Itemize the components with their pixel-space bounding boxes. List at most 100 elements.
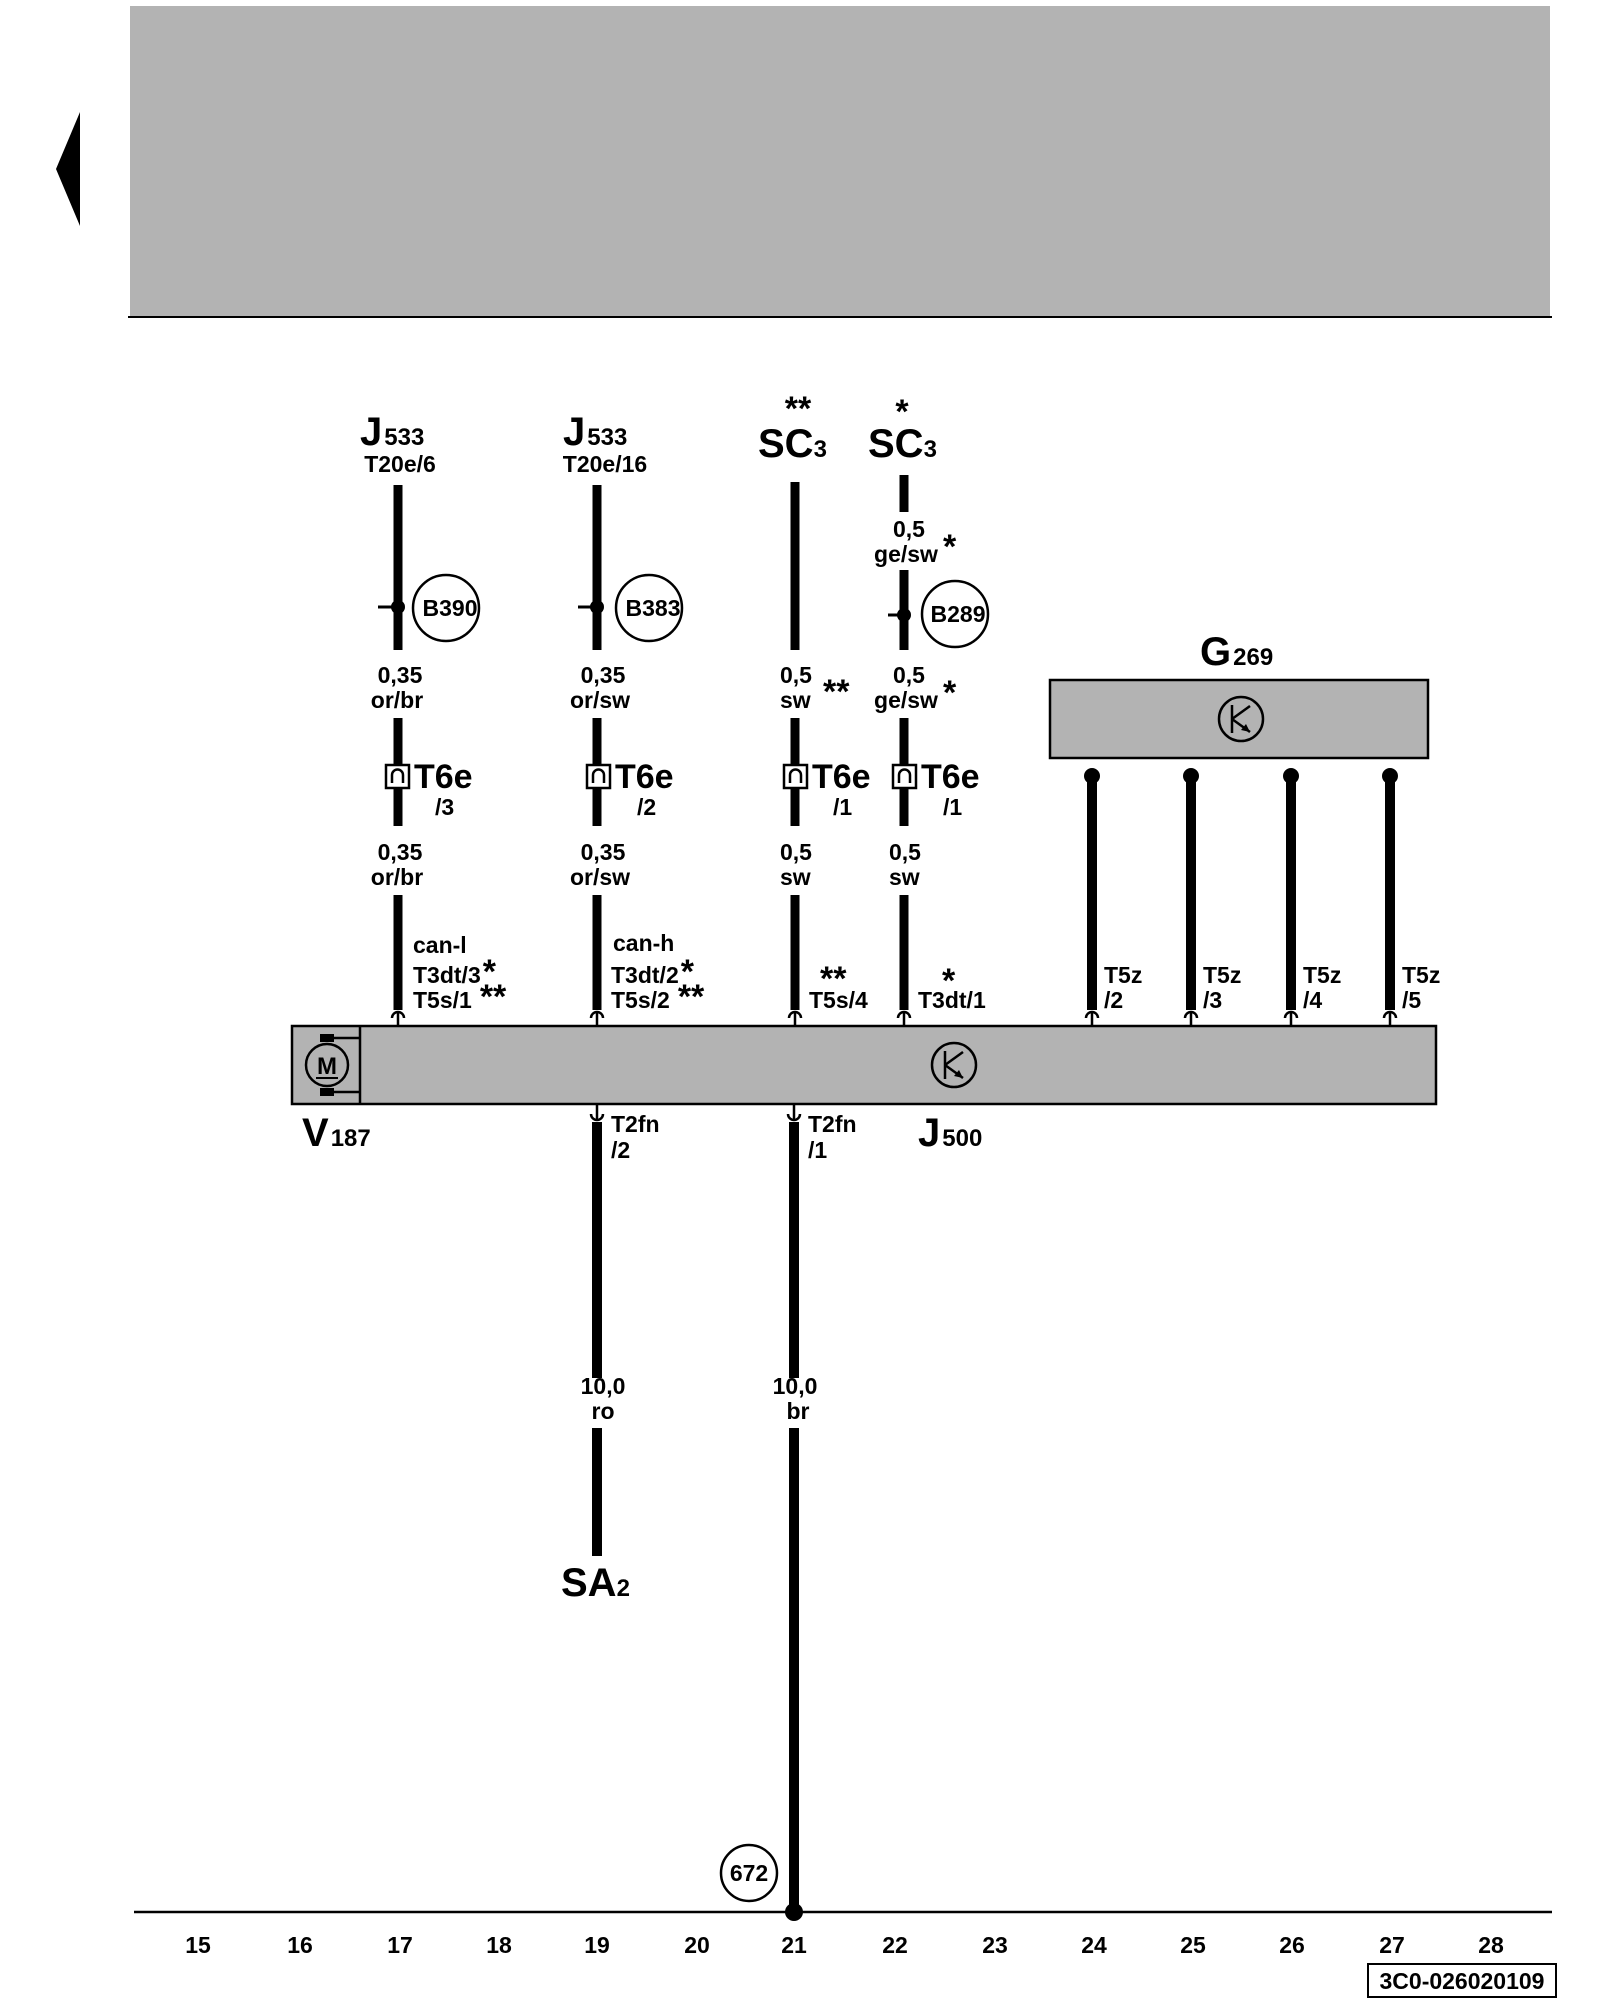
svg-text:19: 19	[584, 1932, 610, 1958]
svg-text:T6e: T6e	[615, 758, 674, 796]
svg-text:672: 672	[730, 1860, 768, 1886]
g4-pin-no: /5	[1402, 987, 1421, 1013]
w1-bot-size: 0,35	[378, 839, 423, 865]
header-band	[130, 6, 1550, 316]
g269-wires	[1087, 776, 1395, 1010]
svg-text:24: 24	[1081, 1932, 1107, 1958]
svg-text:B289: B289	[931, 601, 986, 627]
p1-pin: T2fn	[611, 1111, 660, 1137]
w4-pin: T3dt/1	[918, 987, 986, 1013]
ground-point-672: 672	[719, 1843, 779, 1903]
w4-pin-mark: *	[942, 962, 956, 1000]
j500-output-pins	[589, 1104, 802, 1122]
w2-pin1: T3dt/2*	[611, 953, 695, 991]
svg-text:20: 20	[684, 1932, 710, 1958]
svg-text:T6e: T6e	[812, 758, 871, 796]
svg-text:18: 18	[486, 1932, 512, 1958]
svg-text:17: 17	[387, 1932, 413, 1958]
svg-text:15: 15	[185, 1932, 211, 1958]
w4-bot-size: 0,5	[889, 839, 921, 865]
w4-bot-color: sw	[889, 864, 920, 890]
j533-b-pin: T20e/16	[563, 451, 647, 477]
sc3-a-mark: **	[785, 390, 812, 428]
p2-pin-no: /1	[808, 1137, 827, 1163]
j533-a-label: J533	[360, 410, 424, 454]
w2-bot-size: 0,35	[581, 839, 626, 865]
p2-color: br	[787, 1398, 810, 1424]
w4-pre-size: 0,5	[893, 516, 925, 542]
svg-text:/1: /1	[943, 794, 962, 820]
connector-t6e-3: T6e /3	[384, 758, 473, 820]
p2-pin: T2fn	[808, 1111, 857, 1137]
w4-top-mark: *	[943, 674, 957, 712]
electronic-symbol-icon	[930, 1041, 978, 1089]
v187-label: V187	[302, 1111, 371, 1155]
w1-signal: can-l	[413, 932, 467, 958]
w1-pin1: T3dt/3*	[413, 953, 497, 991]
grid-numbers: 15 16 17 18 19 20 21 22 23 24 25 26 27 2…	[185, 1932, 1504, 1958]
sc3-b-mark: *	[895, 393, 909, 431]
doc-id-box: 3C0-026020109	[1367, 1963, 1557, 1998]
connector-t6e-1-a: T6e /1	[782, 758, 871, 820]
svg-text:28: 28	[1478, 1932, 1504, 1958]
wire-j533-can-h	[578, 485, 604, 1010]
sa2-label: SA2	[561, 1561, 630, 1605]
svg-text:21: 21	[781, 1932, 807, 1958]
j533-b-label: J533	[563, 410, 627, 454]
svg-text:M: M	[317, 1053, 337, 1080]
v187-motor-icon: M	[304, 1034, 360, 1096]
w4-top-color: ge/sw	[874, 687, 938, 713]
svg-text:25: 25	[1180, 1932, 1206, 1958]
w2-pin2: T5s/2**	[611, 978, 705, 1016]
w1-top-color: or/br	[371, 687, 423, 713]
svg-text:T6e: T6e	[921, 758, 980, 796]
g3-pin: T5z	[1303, 962, 1341, 988]
g4-pin: T5z	[1402, 962, 1440, 988]
w3-pin: T5s/4	[809, 987, 868, 1013]
ground-point-b289: B289	[920, 579, 990, 649]
sc3-b-label: SC3	[868, 422, 937, 466]
w3-top-mark: **	[823, 673, 850, 711]
svg-text:/1: /1	[833, 794, 852, 820]
svg-text:B390: B390	[423, 595, 478, 621]
back-arrow-icon[interactable]	[56, 112, 80, 226]
g2-pin: T5z	[1203, 962, 1241, 988]
p1-pin-no: /2	[611, 1137, 630, 1163]
w3-bot-color: sw	[780, 864, 811, 890]
g269-label: G269	[1200, 630, 1273, 674]
p1-size: 10,0	[581, 1373, 626, 1399]
svg-text:B383: B383	[626, 595, 681, 621]
w4-top-size: 0,5	[893, 662, 925, 688]
j500-control-unit	[290, 1024, 1438, 1106]
w2-bot-color: or/sw	[570, 864, 630, 890]
g269-sensor	[1048, 678, 1430, 760]
p1-color: ro	[592, 1398, 615, 1424]
w1-pin2: T5s/1**	[413, 978, 507, 1016]
w2-top-color: or/sw	[570, 687, 630, 713]
w1-top-size: 0,35	[378, 662, 423, 688]
w3-bot-size: 0,5	[780, 839, 812, 865]
ground-point-b383: B383	[614, 573, 684, 643]
ground-point-b390: B390	[411, 573, 481, 643]
w1-bot-color: or/br	[371, 864, 423, 890]
w3-pin-mark: **	[820, 960, 847, 998]
p2-size: 10,0	[773, 1373, 818, 1399]
svg-text:3C0-026020109: 3C0-026020109	[1380, 1968, 1545, 1994]
w4-pre-mark: *	[943, 528, 957, 566]
g3-pin-no: /4	[1303, 987, 1322, 1013]
w2-signal: can-h	[613, 930, 674, 956]
g269-pin-dots	[1084, 768, 1398, 784]
wire-j533-can-l	[378, 485, 405, 1010]
g1-pin: T5z	[1104, 962, 1142, 988]
connector-t6e-1-b: T6e /1	[891, 758, 980, 820]
j500-label: J500	[918, 1111, 982, 1155]
svg-text:27: 27	[1379, 1932, 1405, 1958]
electronic-symbol-icon	[1217, 695, 1265, 743]
w3-top-size: 0,5	[780, 662, 812, 688]
svg-text:/3: /3	[435, 794, 454, 820]
j500-input-pins	[390, 1010, 1398, 1026]
g1-pin-no: /2	[1104, 987, 1123, 1013]
g2-pin-no: /3	[1203, 987, 1222, 1013]
svg-text:/2: /2	[637, 794, 656, 820]
svg-text:T6e: T6e	[414, 758, 473, 796]
